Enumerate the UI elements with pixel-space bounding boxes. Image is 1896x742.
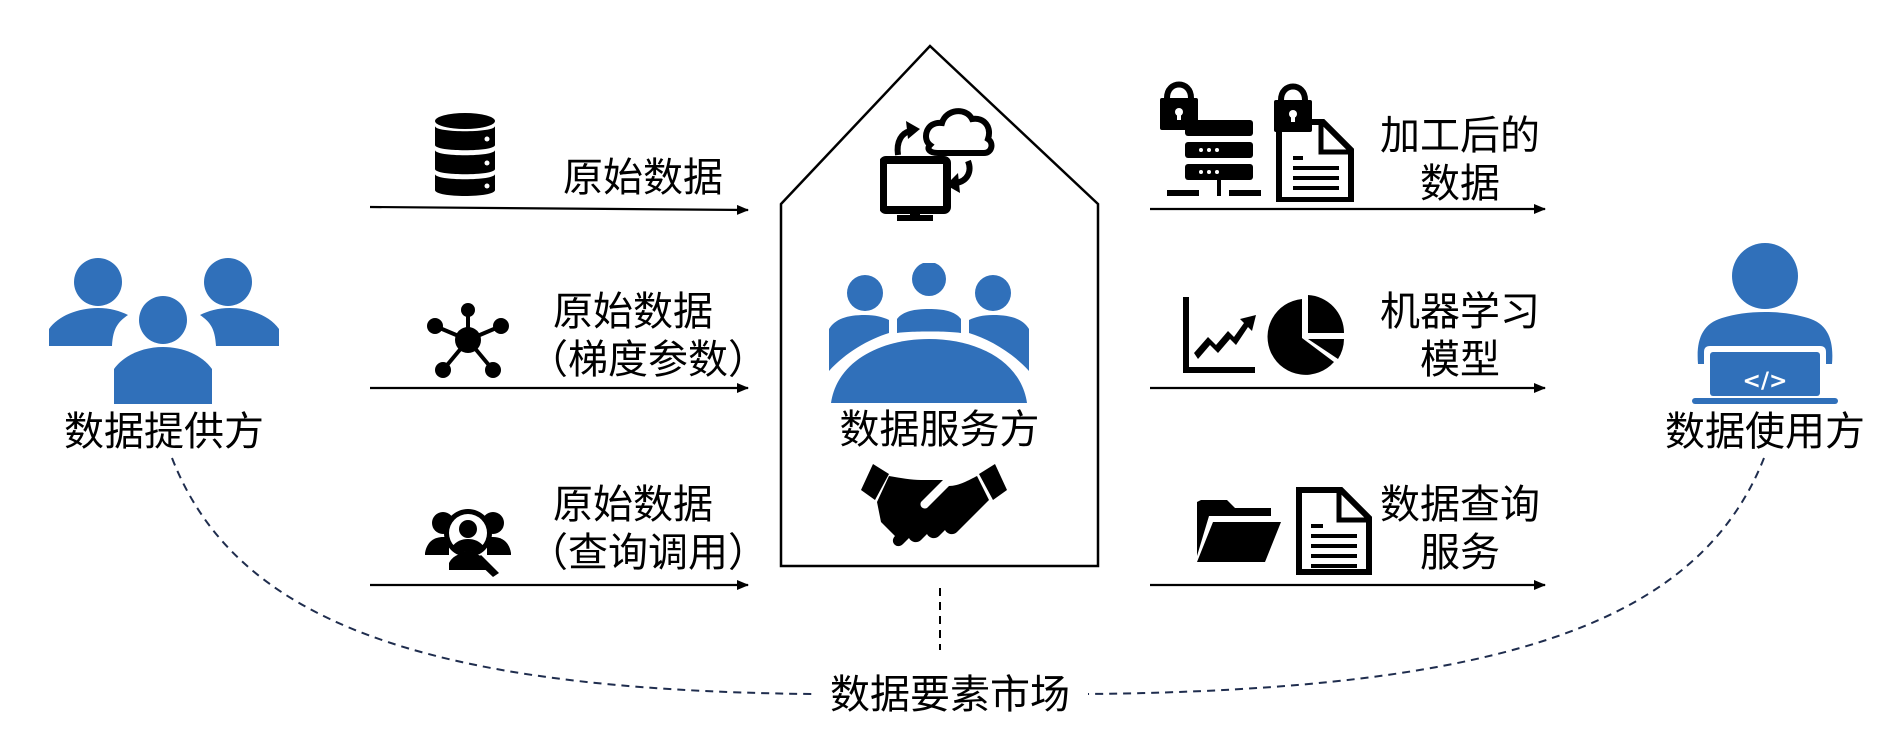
database-icon xyxy=(435,113,495,196)
output-2-icons xyxy=(1183,295,1344,375)
input-2-label-line2: （梯度参数） xyxy=(528,337,768,383)
pie-chart-icon xyxy=(1267,295,1344,375)
locked-document-icon xyxy=(1274,83,1354,202)
output-1-label-line1: 加工后的 xyxy=(1380,113,1540,159)
consumer-market-curve xyxy=(1087,457,1765,695)
provider-label: 数据提供方 xyxy=(64,409,264,455)
input-3-label-line2: （查询调用） xyxy=(528,530,768,576)
service-house-outline xyxy=(779,44,1100,568)
code-glyph: </> xyxy=(1743,369,1788,394)
network-hub-icon xyxy=(427,303,509,378)
output-3-label-line2: 服务 xyxy=(1420,530,1500,576)
input-arrow-1 xyxy=(369,204,749,215)
document-icon xyxy=(1296,487,1372,575)
folder-icon xyxy=(1197,500,1281,562)
provider-market-curve xyxy=(171,457,813,695)
output-3-icons xyxy=(1197,487,1372,575)
output-1-label-line2: 数据 xyxy=(1420,161,1500,207)
output-2-label-line1: 机器学习 xyxy=(1380,289,1540,335)
output-1-icons xyxy=(1160,81,1354,202)
meeting-table-icon xyxy=(829,263,1029,403)
market-label: 数据要素市场 xyxy=(830,672,1070,718)
consumer-label: 数据使用方 xyxy=(1665,409,1865,455)
output-2-label-line2: 模型 xyxy=(1420,337,1500,383)
people-group-icon xyxy=(49,258,279,404)
developer-laptop-icon: </> xyxy=(1692,243,1838,404)
locked-server-icon xyxy=(1160,81,1261,196)
user-search-icon xyxy=(425,509,511,577)
input-2-label-line1: 原始数据 xyxy=(553,289,713,335)
handshake-icon xyxy=(861,464,1007,547)
line-chart-icon xyxy=(1183,297,1256,373)
output-3-label-line1: 数据查询 xyxy=(1380,482,1540,528)
computer-cloud-sync-icon xyxy=(880,108,995,221)
input-3-label-line1: 原始数据 xyxy=(553,482,713,528)
input-1-label: 原始数据 xyxy=(563,155,723,201)
service-label: 数据服务方 xyxy=(839,407,1040,453)
